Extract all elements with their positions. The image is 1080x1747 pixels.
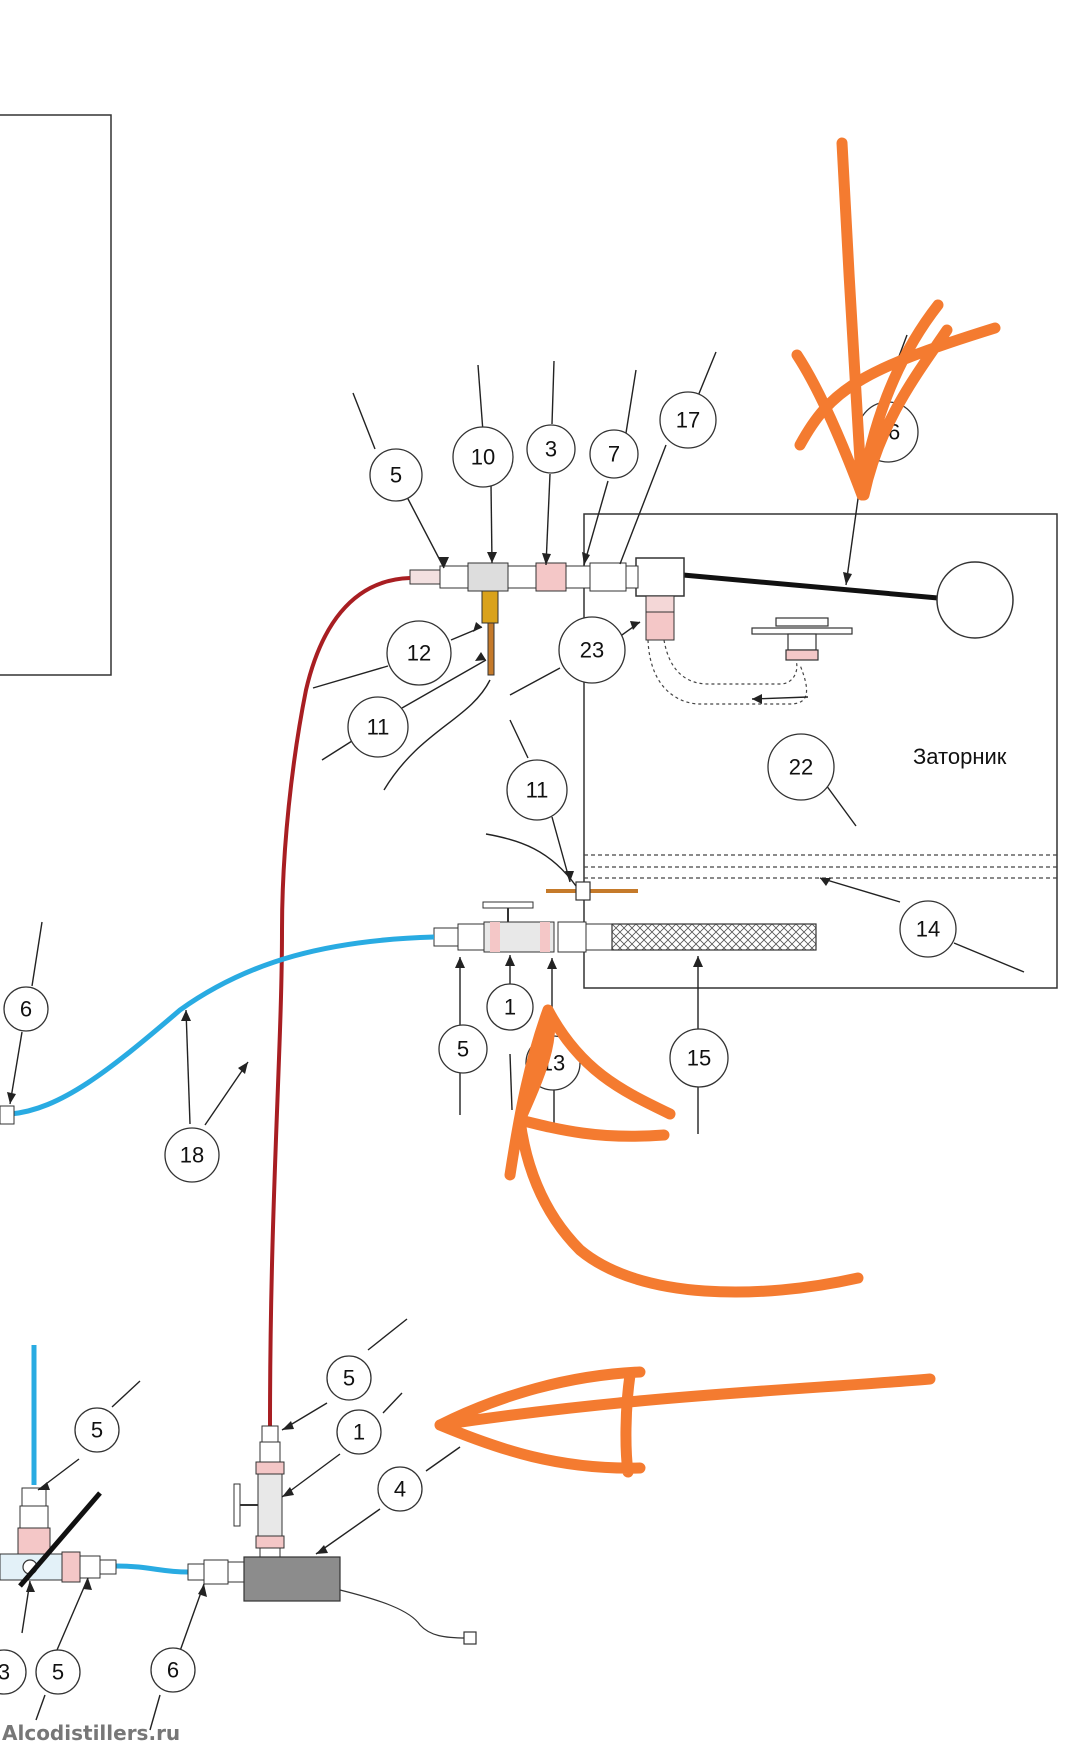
callout-15: 15 [669,1028,729,1088]
callout-7: 7 [589,429,639,479]
callout-23: 23 [558,616,626,684]
probe-rod-nut [575,881,591,901]
callout-3-edge: 3 [0,1649,27,1695]
svg-text:3: 3 [0,1660,10,1685]
lower-tee-assembly [0,1487,117,1588]
sprinkler-nut [785,649,819,661]
orange-arrow-top [791,137,1001,501]
sprinkler-hose [647,639,808,705]
orange-arrow-bottom [434,1366,936,1478]
svg-text:23: 23 [580,638,604,663]
svg-text:15: 15 [687,1046,711,1071]
callout-3-top: 3 [526,424,576,474]
callout-1-mid: 1 [486,983,534,1031]
float-valve-nut [645,595,675,613]
svg-text:14: 14 [916,917,940,942]
svg-text:3: 3 [545,437,557,462]
callout-5-left: 5 [74,1407,120,1453]
svg-text:1: 1 [353,1420,365,1445]
svg-text:7: 7 [608,442,620,467]
callout-1-pump: 1 [336,1409,382,1455]
sprinkler-hose-inner [663,639,798,685]
float-ball [936,561,1014,639]
svg-text:5: 5 [91,1418,103,1443]
callout-6-left: 6 [3,986,49,1032]
pump-valve-assembly [233,1425,285,1559]
svg-text:17: 17 [676,408,700,433]
callout-4: 4 [377,1466,423,1512]
callout-5-top: 5 [369,448,423,502]
callout-12: 12 [386,620,452,686]
plug-icon [463,1631,477,1645]
svg-text:18: 18 [180,1143,204,1168]
svg-text:5: 5 [52,1660,64,1685]
svg-text:10: 10 [471,445,495,470]
hot-hose [268,576,411,1427]
callout-10: 10 [452,426,514,488]
top-fitting-assembly [409,562,639,592]
callout-17: 17 [659,391,717,449]
sprinkler-plate [751,627,853,635]
mash-tun-vessel [583,513,1058,989]
vessel-label: Заторник [913,744,1007,769]
float-valve-body [635,557,685,597]
callout-5-pump: 5 [326,1355,372,1401]
svg-text:5: 5 [390,463,402,488]
callout-5-bottom: 5 [35,1649,81,1695]
svg-text:4: 4 [394,1477,406,1502]
svg-text:22: 22 [789,755,813,780]
callout-11-upper: 11 [347,696,409,758]
float-valve-outlet [645,611,675,641]
pump-body [243,1556,341,1602]
thermometer-sleeve [481,590,499,624]
pump-inlet-fitting [187,1559,245,1585]
svg-text:5: 5 [457,1037,469,1062]
leader-lines [9,334,1025,1731]
svg-text:6: 6 [20,997,32,1022]
callout-5-mid: 5 [438,1024,488,1074]
watermark: Alcodistillers.ru [2,1721,180,1745]
orange-arrow-middle [504,1004,864,1298]
middle-valve-assembly [433,901,613,953]
svg-text:5: 5 [343,1366,355,1391]
callout-14: 14 [899,900,957,958]
callouts: 5 10 3 7 17 16 12 23 11 11 22 14 6 18 5 … [0,391,957,1695]
svg-text:11: 11 [526,778,549,803]
svg-text:12: 12 [407,641,431,666]
cold-hose [9,934,435,1117]
callout-22: 22 [767,733,835,801]
pump-inlet-hose [115,1563,189,1575]
callout-18: 18 [164,1127,220,1183]
float-arm [682,572,939,601]
arrowheads [7,552,852,1597]
left-frame [0,114,112,676]
false-bottom-lines [584,854,1057,879]
svg-text:11: 11 [367,715,390,740]
orange-annotations [434,137,1001,1478]
svg-text:1: 1 [504,995,516,1020]
cold-hose-end-fitting [0,1105,15,1125]
pump-power-cord [339,1589,467,1639]
svg-text:6: 6 [167,1658,179,1683]
callout-11-mid: 11 [506,759,568,821]
sprinkler-body [787,633,817,651]
sprinkler-top [775,617,829,627]
mesh-filter [611,923,817,951]
thermometer-probe [487,622,495,676]
callout-6-bottom: 6 [150,1647,196,1693]
